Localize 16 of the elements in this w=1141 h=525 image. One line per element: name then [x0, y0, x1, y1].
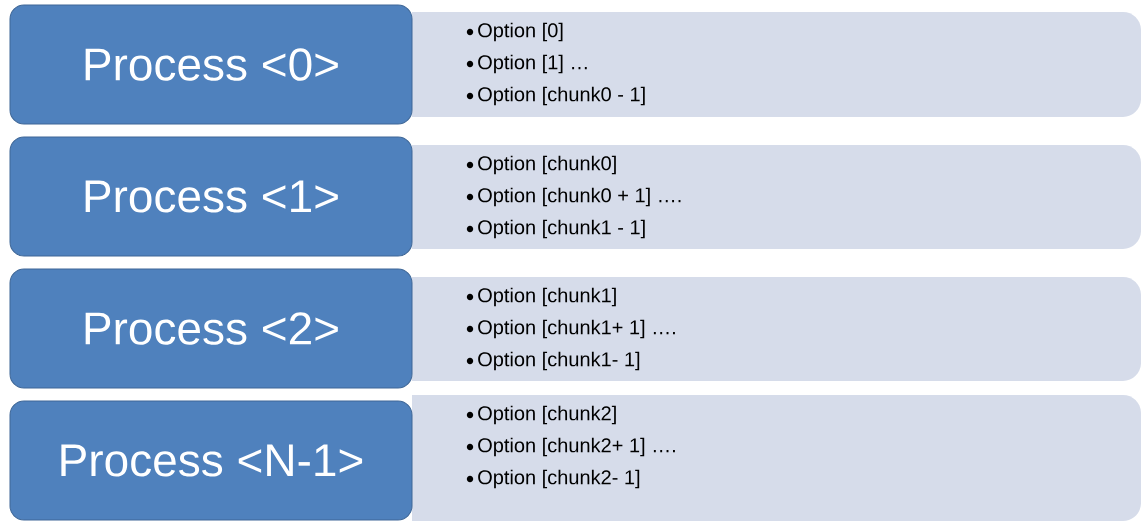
- bullet-item: Option [chunk2- 1]: [466, 469, 640, 489]
- process-box: Process <N-1>: [9, 400, 413, 521]
- bullet-item: Option [chunk1- 1]: [466, 351, 640, 371]
- process-box: Process <1>: [9, 136, 413, 257]
- bullet-item: Option [chunk0]: [466, 155, 616, 175]
- bullet-item: Option [1] …: [466, 54, 587, 74]
- bullet-item: Option [chunk1]: [466, 287, 616, 307]
- bullet-item: Option [chunk1 - 1]: [466, 219, 645, 239]
- bullet-item: Option [chunk0 - 1]: [466, 86, 645, 106]
- bullet-item: Option [chunk2+ 1] ….: [466, 437, 675, 457]
- bullet-item: Option [chunk1+ 1] ….: [466, 319, 675, 339]
- process-box: Process <0>: [9, 4, 413, 125]
- process-box: Process <2>: [9, 268, 413, 389]
- bullet-item: Option [chunk2]: [466, 405, 616, 425]
- bullet-item: Option [chunk0 + 1] ….: [466, 187, 681, 207]
- bullet-item: Option [0]: [466, 22, 563, 42]
